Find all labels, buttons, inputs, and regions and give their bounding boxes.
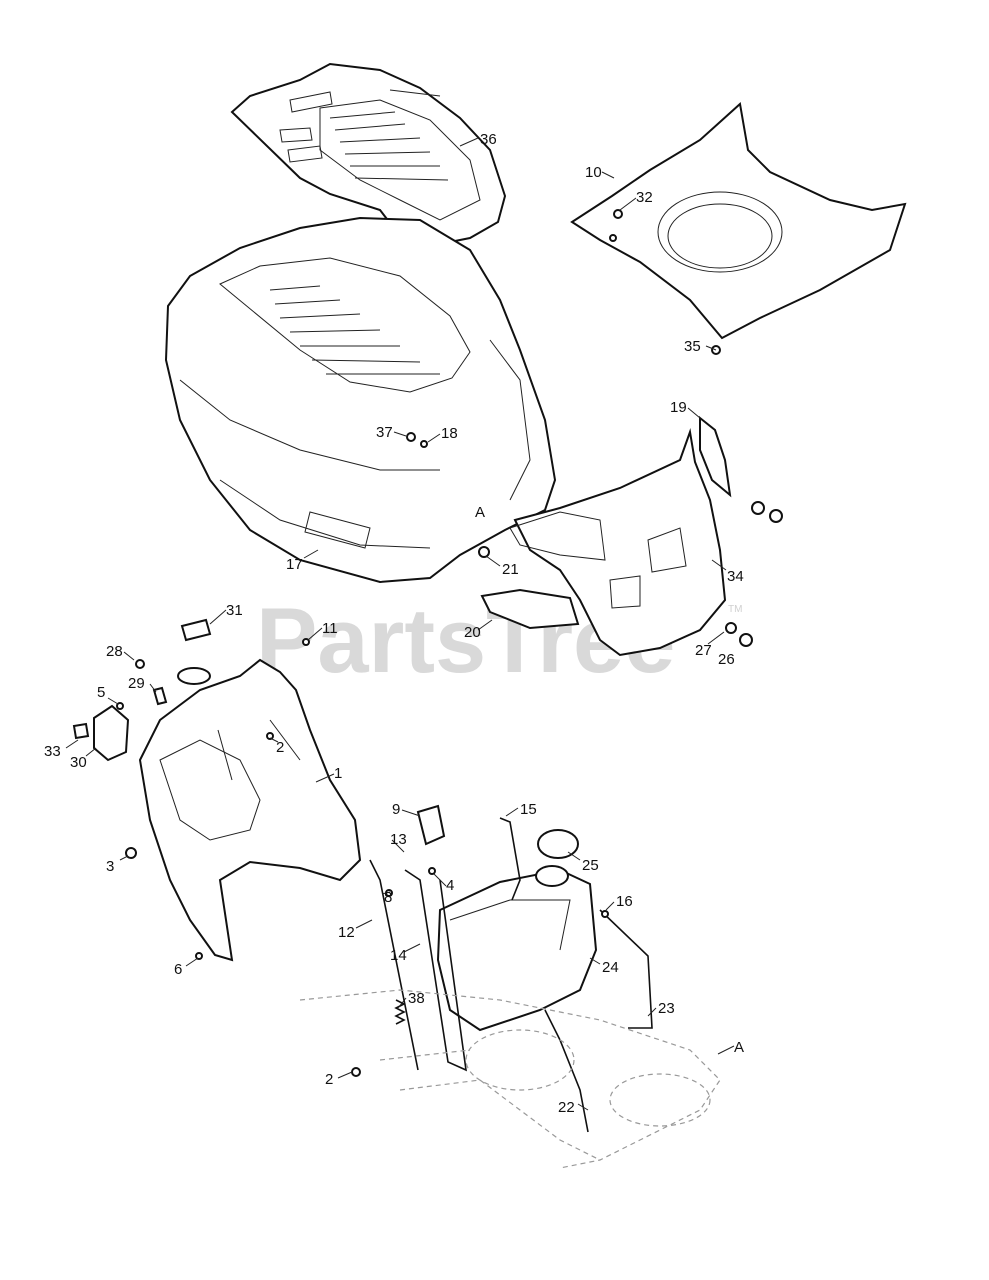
mower-deck-reference <box>299 989 721 1169</box>
callout-37: 37 <box>376 424 393 441</box>
callout-11: 11 <box>322 620 338 637</box>
callout-13: 13 <box>390 831 407 848</box>
callout-28: 28 <box>106 643 123 660</box>
callout-34: 34 <box>727 568 744 585</box>
callout-32: 32 <box>636 189 653 206</box>
hood-vent-panel <box>230 62 507 248</box>
hardware-fasteners <box>72 209 783 1077</box>
callout-8: 8 <box>384 889 392 906</box>
callout-9: 9 <box>392 801 400 818</box>
support-bracket-15 <box>499 817 521 901</box>
watermark-trademark: TM <box>728 604 742 615</box>
hood <box>164 216 557 584</box>
rod-22 <box>544 1009 589 1133</box>
callout-38: 38 <box>408 990 425 1007</box>
fuel-tank <box>436 865 598 1032</box>
leader-lines <box>65 137 735 1111</box>
callout-6: 6 <box>174 961 182 978</box>
callout-14: 14 <box>390 947 407 964</box>
spring <box>394 999 406 1025</box>
callout-1: 1 <box>334 765 342 782</box>
callout-23: 23 <box>658 1000 675 1017</box>
callout-26: 26 <box>718 651 735 668</box>
callout-2-lower: 2 <box>325 1071 333 1088</box>
callout-21: 21 <box>502 561 519 578</box>
callout-20: 20 <box>464 624 481 641</box>
callout-31: 31 <box>226 602 243 619</box>
callout-18: 18 <box>441 425 458 442</box>
fuel-cap <box>537 829 579 859</box>
support-bracket-14 <box>404 869 467 1072</box>
callout-36: 36 <box>480 131 497 148</box>
switch-module <box>93 704 130 762</box>
callout-17: 17 <box>286 556 303 573</box>
callout-4: 4 <box>446 877 454 894</box>
callout-5: 5 <box>97 684 105 701</box>
dash-panel <box>570 102 907 340</box>
callout-16: 16 <box>616 893 633 910</box>
front-grille <box>509 428 727 657</box>
callout-12: 12 <box>338 924 355 941</box>
callout-15: 15 <box>520 801 537 818</box>
callout-10: 10 <box>585 164 602 181</box>
support-rod-12 <box>369 859 419 1071</box>
callout-labels: 36 10 32 35 19 37 18 A 17 21 34 31 11 20… <box>44 131 744 1116</box>
mount-bracket <box>416 804 446 846</box>
callout-27: 27 <box>695 642 712 659</box>
callout-33: 33 <box>44 743 61 760</box>
callout-25: 25 <box>582 857 599 874</box>
callout-29: 29 <box>128 675 145 692</box>
callout-19: 19 <box>670 399 687 416</box>
grille-side-bracket <box>699 415 732 498</box>
callout-35: 35 <box>684 338 701 355</box>
callout-24: 24 <box>602 959 619 976</box>
callout-22: 22 <box>558 1099 575 1116</box>
fuel-neck <box>177 667 211 685</box>
callout-2-upper: 2 <box>276 739 284 756</box>
callout-3: 3 <box>106 858 114 875</box>
knob <box>180 618 212 642</box>
headlight-lens <box>480 588 580 630</box>
callout-a-upper: A <box>475 504 485 521</box>
rod-23 <box>599 909 653 1029</box>
callout-30: 30 <box>70 754 87 771</box>
callout-a-lower: A <box>734 1039 744 1056</box>
steering-console <box>138 658 362 962</box>
